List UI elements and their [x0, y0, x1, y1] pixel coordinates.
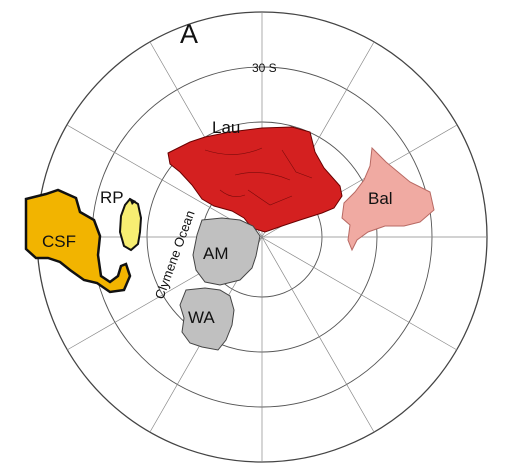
amazonia-label: AM — [203, 244, 229, 263]
laurentia-interior-lines — [204, 147, 313, 206]
rio-de-la-plata-label: RP — [100, 188, 124, 207]
baltica-block — [341, 146, 435, 252]
baltica-label: Bal — [368, 189, 393, 208]
latitude-label: 30 S — [252, 61, 277, 75]
graticule — [36, 11, 488, 463]
panel-label: A — [180, 19, 198, 49]
west-africa-block — [179, 287, 235, 351]
rio-de-la-plata-tip-icon — [129, 198, 136, 205]
meridians — [37, 12, 487, 462]
ocean-label: Clymene Ocean — [152, 208, 198, 301]
amazonia-block — [192, 217, 261, 286]
rio-de-la-plata-block — [118, 197, 143, 252]
sao-francisco-congo-label: CSF — [42, 232, 76, 251]
continental-blocks — [24, 126, 435, 351]
laurentia-label: Lau — [212, 118, 240, 137]
sao-francisco-congo-block — [24, 188, 132, 294]
meridian — [149, 41, 375, 433]
laurentia-block — [167, 126, 343, 233]
west-africa-label: WA — [188, 308, 215, 327]
